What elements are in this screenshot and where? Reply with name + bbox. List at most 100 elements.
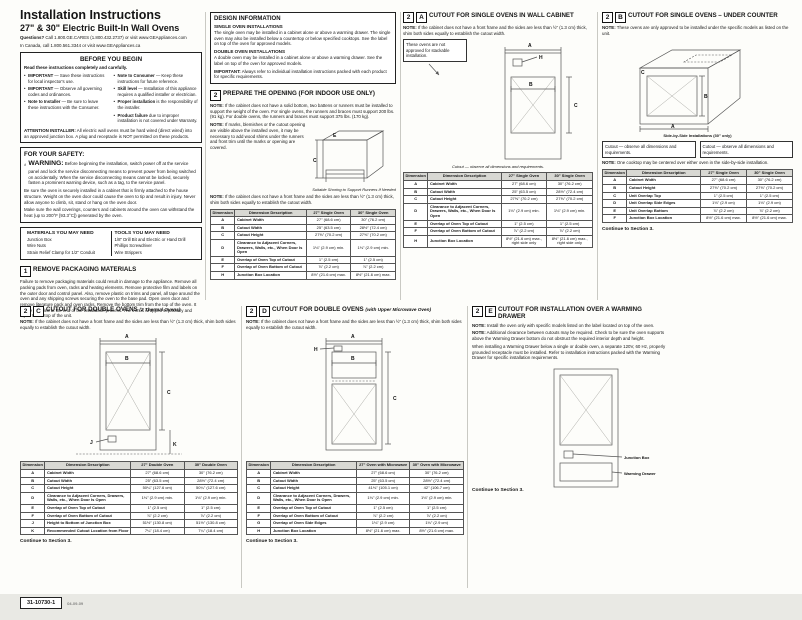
column-header: Dimension Description	[626, 168, 702, 178]
section-2c-number: 2	[20, 306, 31, 317]
table-cell: ⅞" (2.2 cm)	[183, 511, 239, 521]
table-cell: 30" (76.2 cm)	[546, 180, 593, 189]
table-cell: C	[601, 191, 628, 201]
table-cell: Clearance to Adjacent Corners, Drawers, …	[44, 491, 132, 506]
table-cell: ⅞" (2.2 cm)	[546, 227, 593, 236]
table-cell: A	[19, 469, 46, 478]
table-cell: ⅞" (2.2 cm)	[746, 206, 793, 216]
table-cell: Unit Overlap Side Edges	[626, 199, 702, 208]
table-cell: Overlap of Oven Bottom of Cutout	[234, 263, 307, 272]
section-2b-header: 2 B CUTOUT FOR SINGLE OVENS – UNDER COUN…	[602, 12, 793, 23]
side-by-side-label: Side-by-Side Installations (30" only)	[663, 133, 732, 139]
table-cell: 42" (106.7 cm)	[409, 484, 464, 493]
table-cell: 1⅛" (2.9 cm)	[700, 199, 747, 208]
note-lead: NOTE:	[20, 319, 34, 324]
table-cell: Overlap of Oven Top of Cutout	[234, 255, 307, 265]
note-lead: NOTE:	[602, 25, 616, 30]
continue-note-2e: Continue to Section 3.	[472, 487, 524, 493]
column-divider	[400, 12, 401, 300]
table-cell: Height to Bottom of Junction Box	[44, 519, 132, 528]
table-cell: Cutout Width	[270, 476, 357, 486]
before-you-begin-box: BEFORE YOU BEGIN Read these instructions…	[20, 52, 202, 144]
table-cell: Junction Box Location	[234, 270, 307, 280]
dim-label-h: H	[314, 347, 318, 353]
table-cell: 8½" (21.6 cm) max.	[700, 214, 747, 224]
table-cell: 1" (2.5 cm)	[700, 191, 747, 201]
note-text: If the cabinet does not have a front fra…	[210, 194, 394, 205]
section-1-number: 1	[20, 266, 31, 278]
table-cell: ⅞" (2.2 cm)	[350, 263, 396, 272]
double-oven-diagram: A B C J K	[76, 334, 182, 455]
section-2e-title: CUTOUT FOR INSTALLATION OVER A WARMING D…	[498, 306, 642, 320]
section-2e-row: Continue to Section 3. Junction Box Warm…	[472, 365, 670, 493]
table-cell: D	[601, 199, 628, 208]
section-2d-number: 2	[246, 306, 257, 317]
section-2d-header: 2 D CUTOUT FOR DOUBLE OVENS (with Upper …	[246, 306, 464, 317]
table-cell: E	[601, 206, 628, 216]
table-cell: 1⅛" (2.9 cm) min.	[183, 491, 239, 506]
table-cell: Clearance to Adjacent Corners, Drawers, …	[427, 202, 502, 221]
table-cell: 25" (63.5 cm)	[355, 476, 411, 486]
dim-label-a: A	[351, 334, 355, 340]
column-header: Dimension Description	[44, 461, 132, 471]
list-item: Junction Box	[27, 236, 52, 242]
table-cell: K	[19, 526, 46, 536]
table-cell: 41⅜" (105.1 cm)	[355, 484, 411, 493]
table-cell: E	[19, 504, 46, 513]
note-lead: NOTE:	[472, 330, 486, 336]
table-cell: C	[402, 195, 429, 204]
continue-note-2b: Continue to Section 3.	[602, 227, 654, 233]
list-item: Note to Consumer — Keep these instructio…	[114, 73, 199, 84]
table-cell: Overlap of Oven Side Edges	[270, 519, 357, 528]
note-lead: NOTE:	[210, 103, 224, 109]
section-2c-title-sub: (2 Thermal Ovens)	[139, 307, 181, 312]
warming-drawer-label: Warming Drawer	[624, 471, 656, 476]
dim-label-a: A	[528, 43, 532, 49]
table-cell: 7¼" (18.4 cm)	[183, 526, 239, 536]
callout-arrow-icon	[428, 63, 440, 75]
warning-icon	[24, 163, 27, 166]
section-2b-note-2: NOTE: One cooktop may be centered over e…	[602, 160, 793, 166]
column-divider	[467, 306, 468, 588]
warming-drawer-diagram: Junction Box Warming Drawer	[553, 368, 656, 488]
table-cell: 1⅛" (2.9 cm) min.	[350, 239, 396, 257]
table-cell: C	[19, 484, 46, 493]
table-cell: F	[601, 214, 628, 224]
table-cell: 1" (2.5 cm)	[183, 504, 239, 513]
table-cell: ⅞" (2.2 cm)	[130, 511, 185, 521]
safety-paragraph-2: Be sure the oven is securely installed i…	[24, 188, 196, 205]
cutout-caption-right: Cutout — observe all dimensions and requ…	[699, 141, 793, 159]
note-text: If the cabinet does not have a front fra…	[20, 319, 236, 330]
table-cell: 27⅝" (70.2 cm)	[305, 231, 352, 240]
dim-label-b: B	[351, 356, 355, 362]
table-cell: G	[245, 519, 272, 528]
section-1-body: Failure to remove packaging materials co…	[20, 279, 200, 319]
safety-box: FOR YOUR SAFETY: WARNING: Before beginni…	[20, 147, 202, 223]
table-cell: Overlap of Oven Bottom of Cutout	[270, 511, 357, 521]
note-text: If the cabinet does not have a front fra…	[246, 319, 462, 330]
page-title: Installation Instructions	[20, 8, 161, 22]
dim-label-b: B	[704, 94, 708, 100]
column-header: 30" Single Oven	[546, 172, 593, 182]
section-2e-note-2: NOTE: Additional clearance between cutou…	[472, 330, 670, 341]
table-cell: Cutout Height	[626, 184, 702, 193]
continue-note-2d: Continue to Section 3.	[246, 539, 298, 545]
table-cell: 27" (68.6 cm)	[500, 180, 548, 189]
dim-label-b: B	[529, 82, 533, 88]
column-2b: 2 B CUTOUT FOR SINGLE OVENS – UNDER COUN…	[601, 12, 793, 233]
dim-label-k: K	[173, 442, 177, 448]
section-2a-row: These ovens are not approved for stackab…	[403, 39, 593, 163]
table-cell: D	[19, 491, 46, 506]
tools-title: TOOLS YOU MAY NEED	[114, 230, 170, 236]
table-cell: Cutout Height	[44, 484, 132, 493]
column-header: 27" Double Oven	[130, 461, 185, 471]
table-cell: 27⅝" (70.2 cm)	[350, 231, 396, 240]
opening-diagram-caption: Suitable Shoring to Support Runners If N…	[312, 187, 396, 193]
